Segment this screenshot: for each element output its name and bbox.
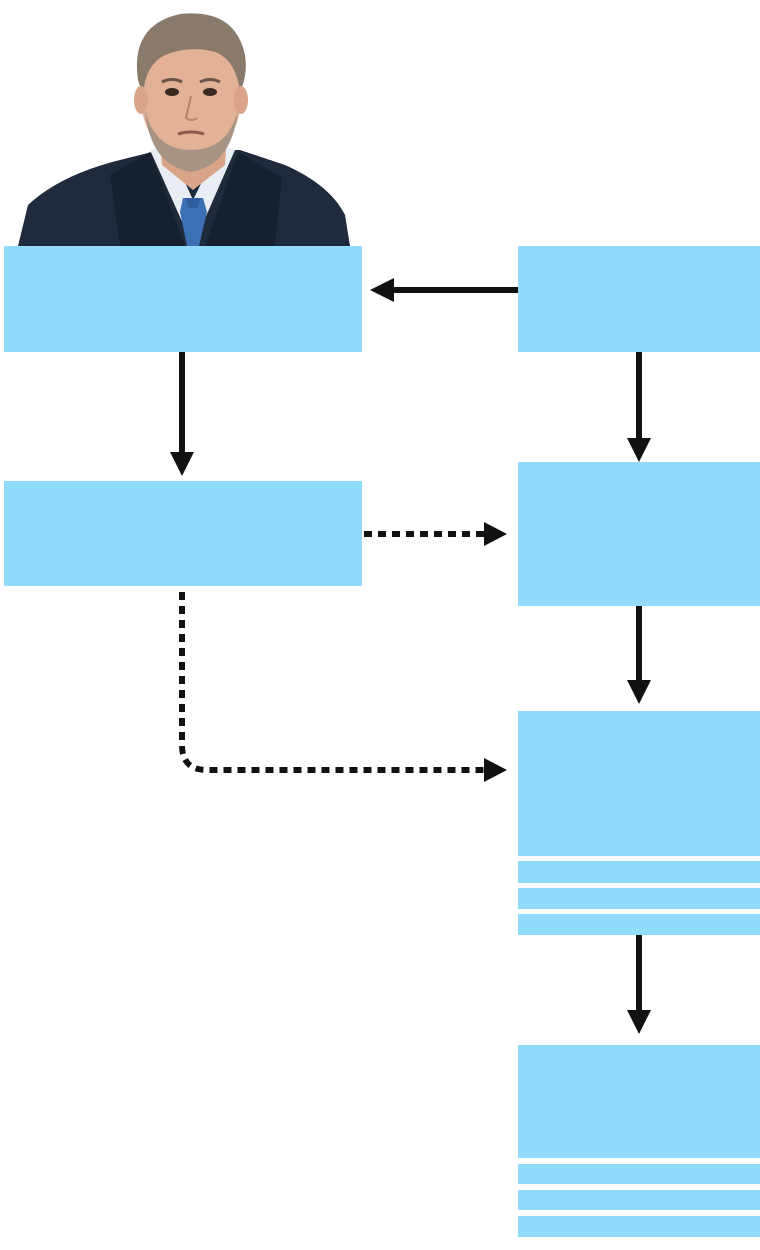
box-top-right [518, 246, 760, 352]
box-bottom-right [518, 1045, 760, 1158]
box-top-left [4, 246, 362, 352]
arrow-middleleft-to-lowerright-dotted [179, 592, 507, 782]
arrow-topleft-to-middleleft [170, 352, 194, 476]
arrow-middleleft-to-middleright-dotted [364, 522, 507, 546]
box-lower-right-stripe-3 [518, 914, 760, 935]
arrow-topright-to-topleft [370, 278, 518, 302]
box-lower-right-stripe-2 [518, 888, 760, 909]
box-middle-right [518, 462, 760, 606]
box-lower-right [518, 711, 760, 856]
arrow-topright-to-middleright [627, 352, 651, 462]
person-photo-icon [18, 13, 350, 246]
box-bottom-right-stripe-2 [518, 1190, 760, 1210]
box-bottom-right-stripe-3 [518, 1216, 760, 1237]
arrow-middleright-to-lowerright [627, 606, 651, 704]
box-lower-right-stripe-1 [518, 861, 760, 883]
box-middle-left [4, 481, 362, 586]
box-bottom-right-stripe-1 [518, 1164, 760, 1184]
arrow-lowerright-to-bottomright [627, 935, 651, 1034]
